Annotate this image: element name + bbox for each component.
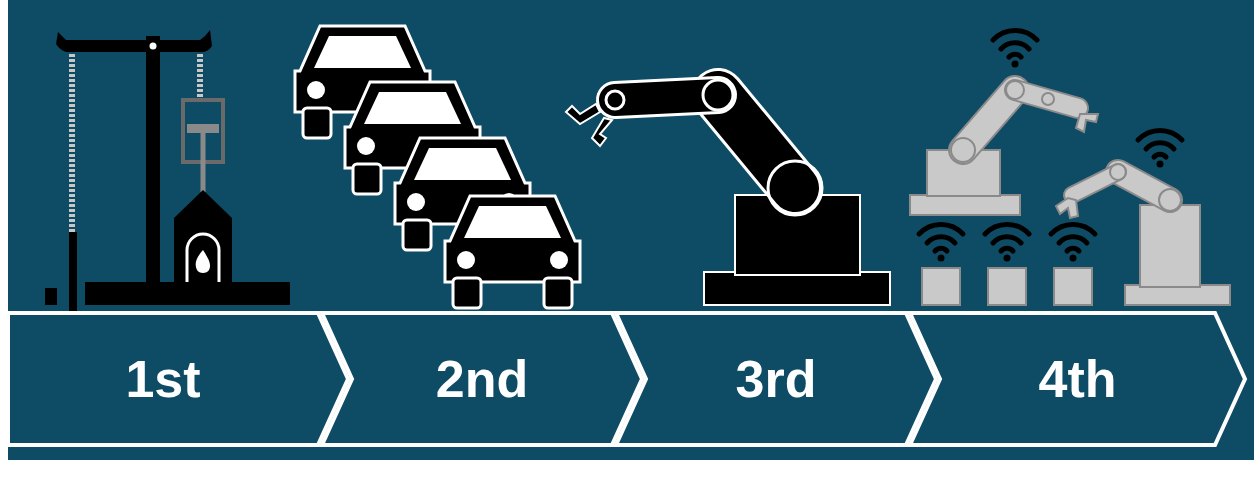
gripper xyxy=(1076,114,1098,132)
chevron-shape xyxy=(616,313,936,445)
wifi-symbol xyxy=(919,224,963,261)
flame xyxy=(196,250,210,273)
gripper xyxy=(566,104,600,124)
car xyxy=(445,196,580,308)
wifi-symbol xyxy=(993,30,1037,67)
background xyxy=(8,0,1254,460)
step-label: 2nd xyxy=(352,313,612,445)
furnace xyxy=(174,190,232,282)
sensor-box xyxy=(922,268,960,305)
sensor-box xyxy=(1054,268,1092,305)
wifi-symbol xyxy=(1138,130,1182,167)
piston xyxy=(187,124,219,133)
chevron-shape xyxy=(322,313,642,445)
wifi-symbol xyxy=(1051,224,1095,261)
beam xyxy=(56,30,212,52)
gripper xyxy=(1056,198,1078,218)
pivot xyxy=(150,43,157,50)
joint xyxy=(1042,93,1054,105)
robot-base xyxy=(910,195,1020,215)
chain xyxy=(197,44,203,100)
chevron-shape xyxy=(910,313,1245,445)
step-label: 3rd xyxy=(646,313,906,445)
robot-base xyxy=(704,272,890,305)
joint xyxy=(951,138,975,162)
car-line xyxy=(295,26,580,308)
joint xyxy=(606,91,624,109)
wifi-symbol xyxy=(985,224,1029,261)
connected-robots xyxy=(910,30,1230,305)
block xyxy=(45,288,57,305)
chevron-shape xyxy=(8,313,348,445)
steam-engine xyxy=(45,30,290,314)
joint xyxy=(1159,189,1181,211)
joint xyxy=(768,161,822,215)
joint xyxy=(703,80,733,110)
base xyxy=(85,282,290,305)
rod xyxy=(69,232,77,314)
chevron-step: 3rd xyxy=(616,313,936,445)
robot-arm xyxy=(566,80,890,305)
sensor-box xyxy=(988,268,1026,305)
furnace-door xyxy=(187,234,219,282)
post xyxy=(146,36,160,286)
joint xyxy=(1110,164,1126,180)
piston-rod xyxy=(201,133,206,192)
step-label: 1st xyxy=(8,313,318,445)
chevron-step: 1st xyxy=(8,313,348,445)
step-label: 4th xyxy=(940,313,1215,445)
chevron-step: 4th xyxy=(910,313,1245,445)
joint xyxy=(1006,81,1024,99)
robot-pedestal xyxy=(1140,205,1200,287)
gripper xyxy=(592,118,612,146)
chevron-step: 2nd xyxy=(322,313,642,445)
